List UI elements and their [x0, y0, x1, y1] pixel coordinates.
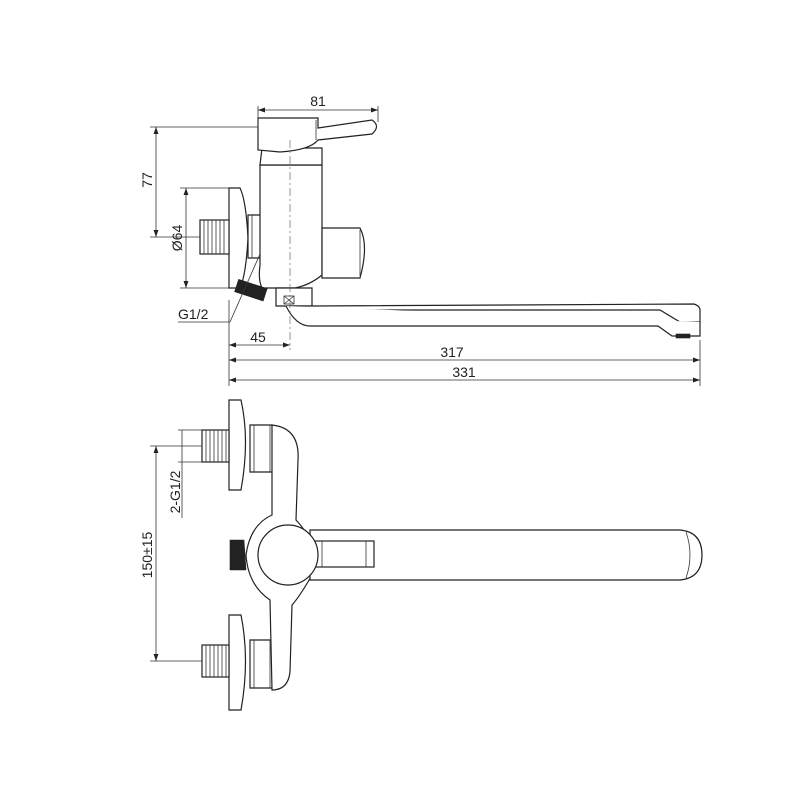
side-spout-tube — [289, 303, 701, 323]
front-dimensions: 2-G1/2 150±15 — [139, 429, 202, 662]
front-lever-handle — [309, 540, 375, 568]
front-spout-tube — [309, 529, 703, 581]
side-dimensions: 81 77 Ø64 G1/2 45 317 331 — [139, 93, 701, 386]
side-diverter-knob — [321, 227, 366, 279]
front-upper-flange — [228, 399, 247, 491]
front-view — [201, 399, 703, 711]
side-mixer-body — [258, 164, 323, 289]
dim-spout-reach: 317 — [440, 344, 464, 360]
front-valve-knob — [229, 539, 247, 571]
dim-top-width: 81 — [310, 93, 326, 109]
dim-inlet-thread: G1/2 — [178, 306, 209, 322]
front-lower-flange — [228, 614, 247, 711]
dim-inlet-thread-pair: 2-G1/2 — [167, 470, 183, 513]
dim-center-distance: 150±15 — [139, 531, 155, 578]
side-valve-knob — [234, 278, 268, 302]
dim-top-height: 77 — [139, 172, 155, 188]
side-view — [199, 117, 701, 339]
side-lever-handle — [257, 117, 378, 153]
front-upper-inlet — [201, 429, 230, 463]
front-lower-inlet — [201, 644, 230, 678]
side-wall-flange — [228, 187, 249, 289]
front-cartridge-cap — [257, 524, 319, 586]
dim-flange-diameter: Ø64 — [169, 225, 185, 252]
dim-offset: 45 — [250, 329, 266, 345]
dim-overall-length: 331 — [452, 364, 476, 380]
side-threaded-inlet — [199, 219, 230, 255]
